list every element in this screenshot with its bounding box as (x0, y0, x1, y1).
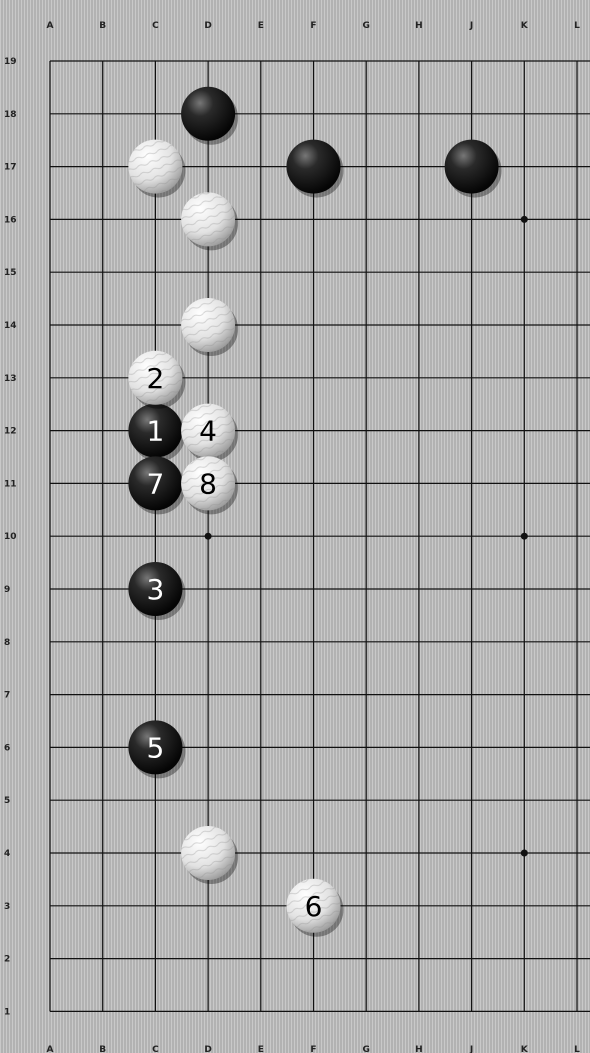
column-label: A (47, 1045, 54, 1053)
stone-grain (128, 140, 182, 194)
column-label: B (99, 21, 106, 31)
move-number-label: 3 (146, 573, 164, 606)
white-stone[interactable] (181, 826, 238, 884)
stone-body (181, 87, 235, 141)
row-label: 3 (4, 902, 10, 912)
row-label: 14 (4, 321, 17, 331)
stone-grain (181, 826, 235, 880)
column-label: E (258, 21, 264, 31)
move-number-label: 2 (146, 362, 164, 395)
white-stone[interactable] (181, 298, 238, 356)
star-point (205, 533, 212, 540)
stone-body (287, 140, 341, 194)
row-label: 18 (4, 110, 17, 120)
move-number-label: 1 (146, 415, 164, 448)
black-stone[interactable]: 7 (128, 456, 185, 514)
white-stone[interactable]: 8 (181, 456, 238, 514)
column-label: D (204, 21, 211, 31)
white-stone[interactable]: 4 (181, 404, 238, 462)
column-label: F (310, 21, 316, 31)
star-point (521, 533, 528, 540)
white-stone[interactable]: 6 (287, 879, 344, 937)
black-stone[interactable]: 5 (128, 720, 185, 778)
star-point (521, 850, 528, 857)
move-number-label: 6 (305, 890, 323, 923)
row-labels: 19 18 17 16 15 14 13 12 11 10 9 8 7 6 5 4 3 2 1 (4, 57, 17, 1017)
column-label: K (521, 21, 529, 31)
row-label: 4 (4, 849, 10, 859)
black-stone[interactable] (287, 140, 344, 198)
row-label: 12 (4, 427, 17, 437)
column-label: L (574, 1045, 580, 1053)
row-label: 11 (4, 479, 17, 489)
board-grid (50, 61, 590, 1011)
stone-body (445, 140, 499, 194)
row-label: 16 (4, 215, 17, 225)
column-label: B (99, 1045, 106, 1053)
row-label: 10 (4, 532, 17, 542)
move-number-label: 4 (199, 415, 217, 448)
column-label: C (152, 1045, 159, 1053)
column-label: H (415, 1045, 423, 1053)
row-label: 13 (4, 374, 17, 384)
black-stone[interactable]: 1 (128, 404, 185, 462)
row-label: 7 (4, 691, 10, 701)
white-stone[interactable]: 2 (128, 351, 185, 409)
white-stone[interactable] (128, 140, 185, 198)
stone-grain (181, 298, 235, 352)
column-label: J (469, 21, 473, 31)
move-number-label: 7 (146, 467, 164, 500)
row-label: 1 (4, 1007, 10, 1017)
black-stone[interactable] (445, 140, 502, 198)
column-label: K (521, 1045, 529, 1053)
row-label: 17 (4, 163, 17, 173)
column-label: E (258, 1045, 264, 1053)
column-label: A (47, 21, 54, 31)
column-label: D (204, 1045, 211, 1053)
column-label: F (310, 1045, 316, 1053)
row-label: 8 (4, 638, 10, 648)
star-point (521, 216, 528, 223)
row-label: 19 (4, 57, 17, 67)
row-label: 5 (4, 796, 10, 806)
stone-grain (181, 192, 235, 246)
row-label: 9 (4, 585, 10, 595)
move-number-label: 5 (146, 731, 164, 764)
row-label: 15 (4, 268, 17, 278)
column-label: H (415, 21, 423, 31)
column-label: G (363, 21, 370, 31)
white-stone[interactable] (181, 192, 238, 250)
black-stone[interactable] (181, 87, 238, 145)
move-number-label: 8 (199, 467, 217, 500)
black-stone[interactable]: 3 (128, 562, 185, 620)
row-label: 6 (4, 743, 10, 753)
stones-layer: 1 2 3 4 5 6 7 8 (128, 87, 501, 937)
column-label: L (574, 21, 580, 31)
row-label: 2 (4, 955, 10, 965)
column-label: C (152, 21, 159, 31)
column-label: J (469, 1045, 473, 1053)
column-label: G (363, 1045, 370, 1053)
